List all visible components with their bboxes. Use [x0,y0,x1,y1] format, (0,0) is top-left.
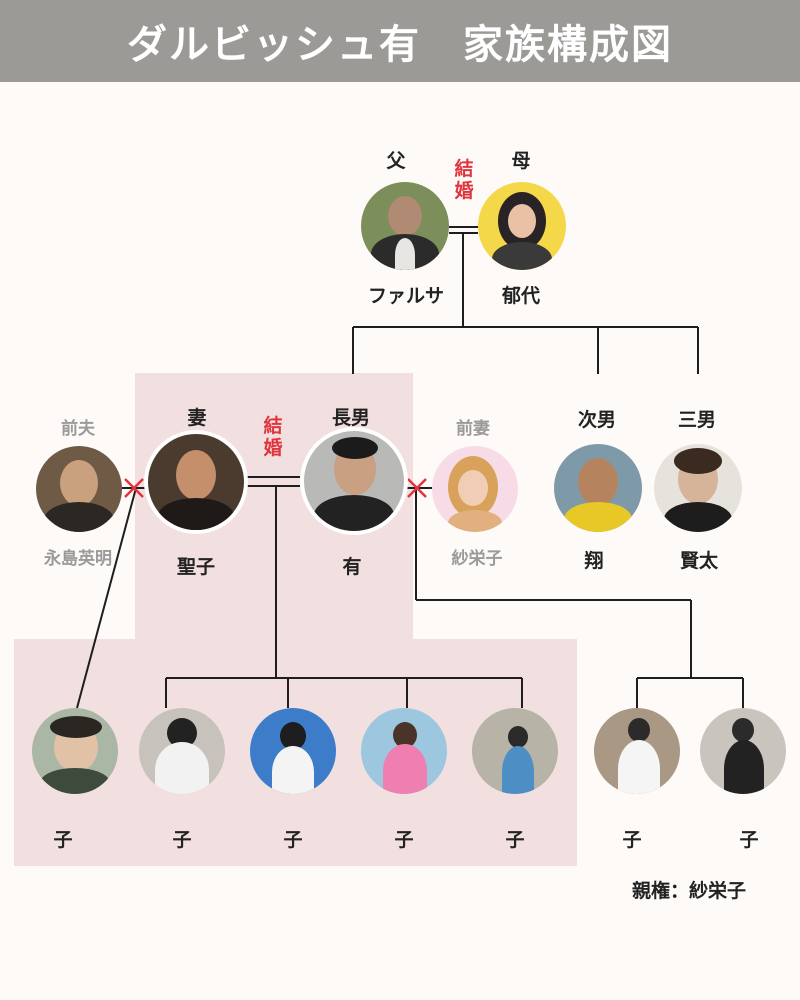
custody-note: 親権：紗栄子 [632,876,746,903]
parents-marriage-label: 結婚 [453,158,475,202]
ex-wife-name: 紗栄子 [452,544,503,569]
child-photo-4 [361,708,447,794]
brother-3-name: 賢太 [680,546,718,573]
child-photo-1 [32,708,118,794]
spouse-photo [148,434,244,530]
main-name: 有 [342,552,361,579]
child-photo-7 [700,708,786,794]
child-label-6: 子 [622,825,641,852]
main-role: 長男 [332,403,370,430]
child-photo-2 [139,708,225,794]
mother-role: 母 [511,146,530,173]
child-label-4: 子 [394,825,413,852]
father-role: 父 [386,146,405,173]
ex-husband-role: 前夫 [61,414,95,439]
child-label-7: 子 [739,825,758,852]
child-photo-3 [250,708,336,794]
child-photo-6 [594,708,680,794]
ex-wife-photo [432,446,518,532]
brother-2-photo [554,444,642,532]
spouse-name: 聖子 [177,552,215,579]
brother-3-role: 三男 [678,405,716,432]
ex-wife-role: 前妻 [456,414,490,439]
spouse-role: 妻 [187,403,206,430]
father-name: ファルサ [368,281,444,308]
child-label-3: 子 [283,825,302,852]
main-photo [304,431,404,531]
mother-name: 郁代 [502,281,540,308]
brother-2-role: 次男 [578,405,616,432]
brother-3-photo [654,444,742,532]
child-label-1: 子 [53,825,72,852]
mother-photo [478,182,566,270]
ex-husband-photo [36,446,122,532]
child-label-5: 子 [505,825,524,852]
ex-husband-name: 永島英明 [44,544,112,569]
father-photo [361,182,449,270]
brother-2-name: 翔 [584,546,603,573]
child-photo-5 [472,708,558,794]
child-label-2: 子 [172,825,191,852]
couple-marriage-label: 結婚 [262,415,284,459]
